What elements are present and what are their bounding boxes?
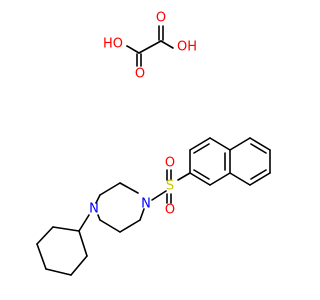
bond-nap3 xyxy=(209,137,231,151)
bond-s-aryl xyxy=(177,172,191,181)
piperazine-bonds xyxy=(95,182,145,233)
bond-cy5 xyxy=(70,255,88,276)
atom-s: S xyxy=(166,179,174,194)
bond-nap8 xyxy=(249,137,271,151)
atom-o-sulfonyl-bottom: O xyxy=(165,203,175,218)
atom-oh-right: OH xyxy=(177,40,197,55)
oxalic-acid-bonds xyxy=(126,25,174,67)
bond-nap2-inner xyxy=(193,143,210,154)
bond-cb-n2 xyxy=(95,194,101,204)
cyclohexyl-bonds xyxy=(36,214,90,276)
bond-s-n1 xyxy=(151,190,167,201)
bond-cy3 xyxy=(36,243,47,270)
bond-n2-cc xyxy=(97,214,101,221)
atom-o-bottom: O xyxy=(135,67,145,82)
atom-o-top: O xyxy=(156,11,166,26)
naphthalene-bonds xyxy=(189,137,271,186)
bond-nap11 xyxy=(229,172,251,186)
bond-nap2 xyxy=(189,137,211,151)
bond-cy6 xyxy=(78,230,88,257)
bond-c2-oh xyxy=(160,40,174,49)
atom-n-sulfonyl: N xyxy=(141,197,151,212)
atom-ho-left: HO xyxy=(103,37,123,52)
molecule-diagram: HO OH O O S O O N N xyxy=(36,11,271,276)
bond-nap10 xyxy=(249,172,271,186)
bond-cy2 xyxy=(36,226,54,245)
sulfonyl-bonds xyxy=(151,169,191,204)
atom-o-sulfonyl-top: O xyxy=(165,156,175,171)
bond-cc-cd xyxy=(99,219,121,233)
bond-nap8-inner xyxy=(250,143,267,154)
bond-nap6 xyxy=(189,172,211,186)
bond-nap6-inner xyxy=(193,169,210,180)
bond-cy4 xyxy=(45,268,72,276)
atom-labels: HO OH O O S O O N N xyxy=(89,11,197,218)
bond-n1-ca xyxy=(119,182,139,194)
bond-n2-c1 xyxy=(78,214,90,232)
bond-ce-n1 xyxy=(139,208,145,221)
bond-nap7 xyxy=(229,137,251,151)
bond-nap10-inner xyxy=(250,169,267,180)
atom-n-cyclohexyl: N xyxy=(89,202,99,217)
bond-c1-c2 xyxy=(138,40,162,54)
bond-cy1 xyxy=(52,226,80,232)
bond-nap5 xyxy=(209,172,231,186)
bond-c1-ho xyxy=(126,45,140,54)
bond-ca-cb xyxy=(99,182,121,196)
bond-cd-ce xyxy=(119,219,141,233)
